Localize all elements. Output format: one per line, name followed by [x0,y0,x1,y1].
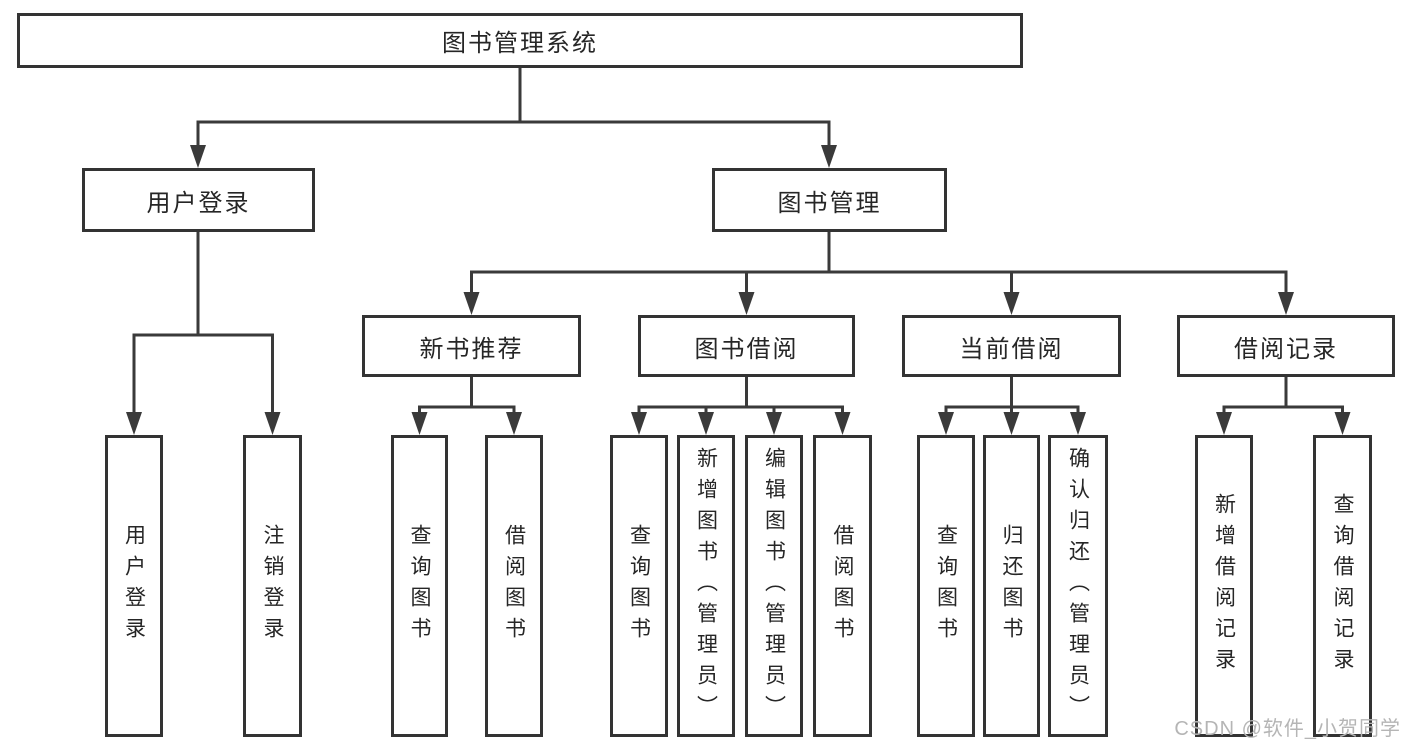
leaf-confirm-return-admin: 确认归还（管理员） [1048,435,1108,737]
node-book-management: 图书管理 [712,168,947,232]
node-library-management-system: 图书管理系统 [17,13,1023,68]
node-new-book-recommendation: 新书推荐 [362,315,581,377]
csdn-watermark: CSDN @软件_小贺同学 [1174,718,1401,740]
leaf-borrow-books-borrowing: 借阅图书 [813,435,872,737]
node-current-borrowing: 当前借阅 [902,315,1121,377]
leaf-query-books-current: 查询图书 [917,435,975,737]
leaf-query-books-borrowing: 查询图书 [610,435,668,737]
node-borrowing-records: 借阅记录 [1177,315,1395,377]
node-user-login: 用户登录 [82,168,315,232]
leaf-user-login: 用户登录 [105,435,163,737]
leaf-add-borrow-record: 新增借阅记录 [1195,435,1253,737]
leaf-add-book-admin: 新增图书（管理员） [677,435,735,737]
leaf-logout: 注销登录 [243,435,302,737]
leaf-query-borrow-record: 查询借阅记录 [1313,435,1372,737]
leaf-return-books: 归还图书 [983,435,1040,737]
arrowhead-icons [126,145,1351,435]
leaf-borrow-books-recommend: 借阅图书 [485,435,543,737]
leaf-query-books-recommend: 查询图书 [391,435,448,737]
node-book-borrowing: 图书借阅 [638,315,855,377]
leaf-edit-book-admin: 编辑图书（管理员） [745,435,803,737]
